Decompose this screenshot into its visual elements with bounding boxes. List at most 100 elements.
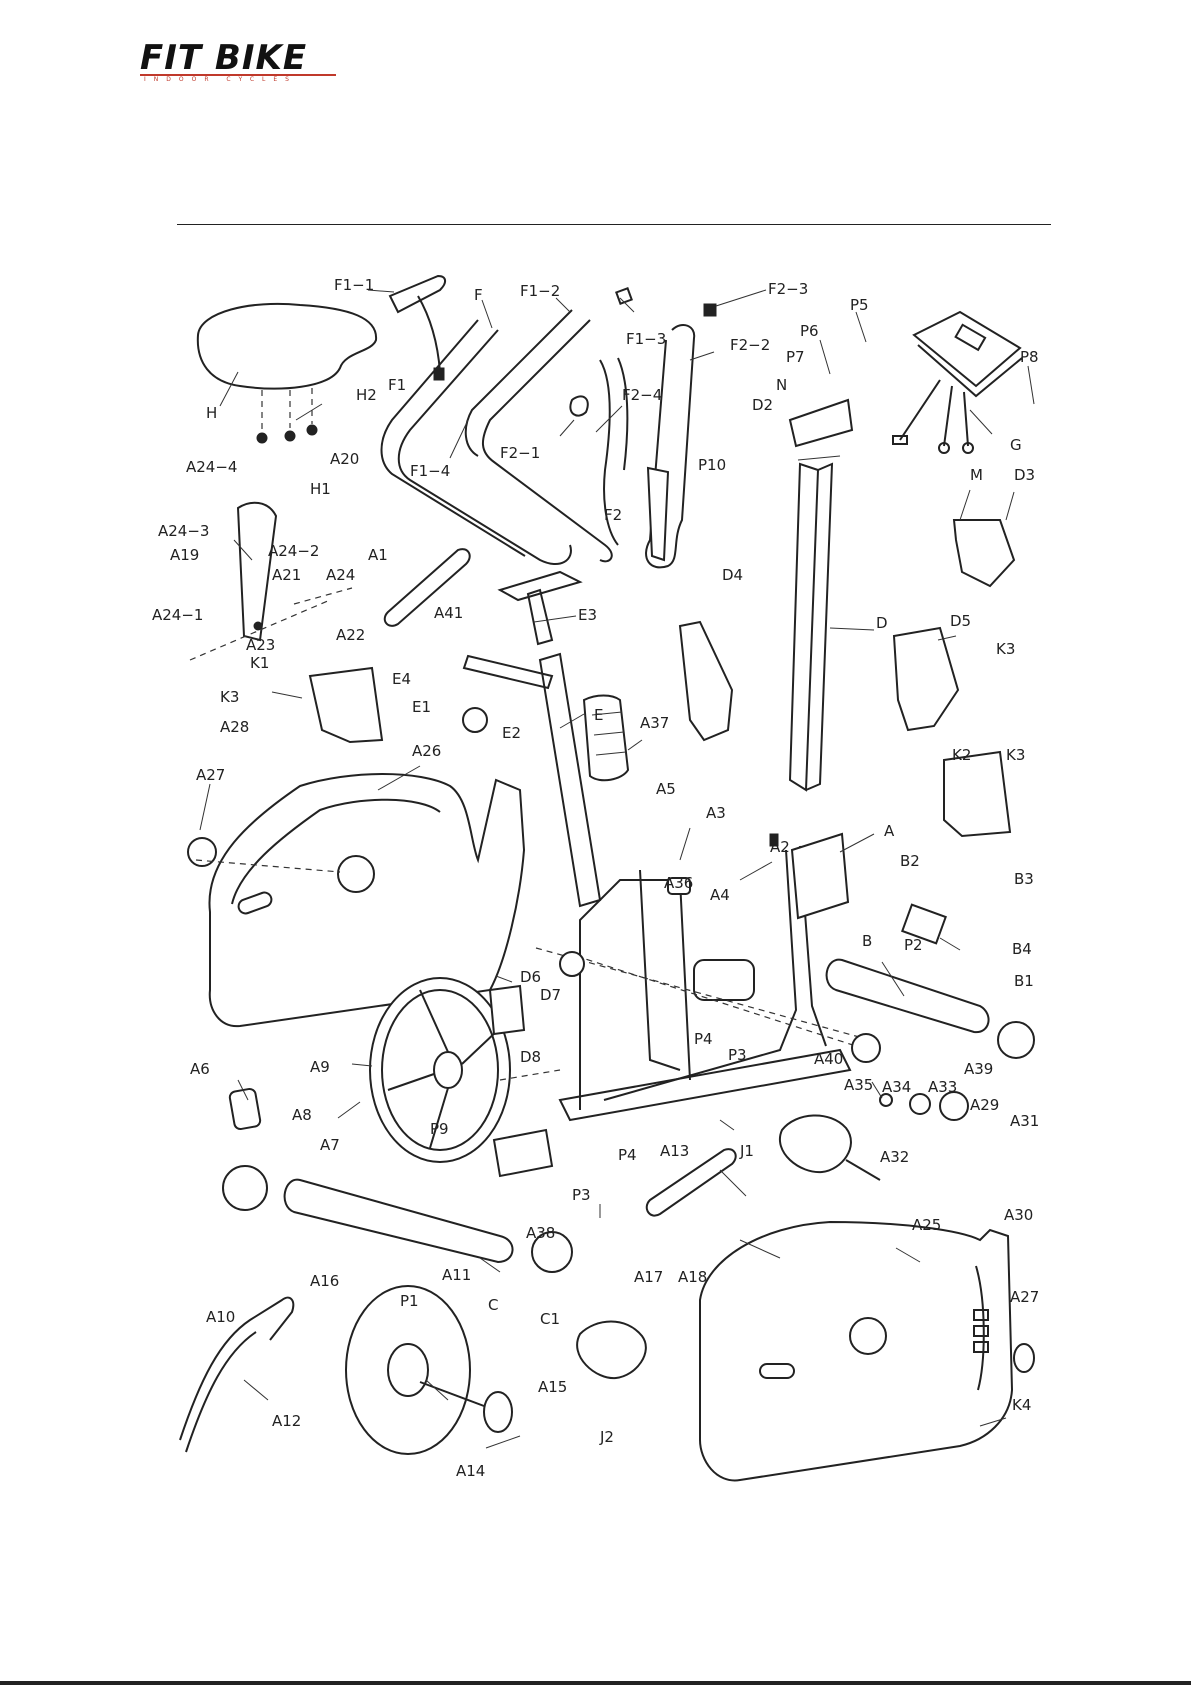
label-E2: E2 — [502, 724, 521, 742]
label-G: G — [1010, 436, 1022, 454]
label-A6: A6 — [190, 1060, 210, 1078]
label-F1-1: F1−1 — [334, 276, 374, 294]
label-A29: A29 — [970, 1096, 999, 1114]
resistance-knob-part — [582, 694, 630, 782]
label-A: A — [884, 822, 895, 840]
label-F2-3: F2−3 — [768, 280, 808, 298]
label-A31: A31 — [1010, 1112, 1039, 1130]
drive-belt-part — [179, 1296, 295, 1453]
saddle-part — [196, 302, 378, 444]
label-A1: A1 — [368, 546, 388, 564]
label-A3: A3 — [706, 804, 726, 822]
label-A38: A38 — [526, 1224, 555, 1242]
label-P10: P10 — [698, 456, 726, 474]
label-P7: P7 — [786, 348, 805, 366]
label-C1: C1 — [540, 1310, 560, 1328]
label-A24: A24 — [326, 566, 355, 584]
label-F: F — [474, 286, 483, 304]
label-A12: A12 — [272, 1412, 301, 1430]
label-A32: A32 — [880, 1148, 909, 1166]
label-P4-a: P4 — [694, 1030, 713, 1048]
label-A21: A21 — [272, 566, 301, 584]
label-K3-b: K3 — [220, 688, 239, 706]
label-P3-b: P3 — [572, 1186, 591, 1204]
label-A24-3: A24−3 — [158, 522, 209, 540]
fasteners-part — [189, 587, 969, 1178]
label-H: H — [206, 404, 217, 422]
console-mast-part — [788, 398, 854, 792]
pulley-part — [345, 1285, 513, 1455]
label-A37: A37 — [640, 714, 669, 732]
label-D5: D5 — [950, 612, 971, 630]
label-P9: P9 — [430, 1120, 449, 1138]
label-B2: B2 — [900, 852, 920, 870]
label-F2-1: F2−1 — [500, 444, 540, 462]
label-E3: E3 — [578, 606, 597, 624]
label-A10: A10 — [206, 1308, 235, 1326]
label-A24-2: A24−2 — [268, 542, 319, 560]
label-A18: A18 — [678, 1268, 707, 1286]
label-N: N — [776, 376, 787, 394]
hand-pulse-sensor-part — [388, 274, 446, 381]
label-A30: A30 — [1004, 1206, 1033, 1224]
header-divider — [177, 224, 1051, 225]
label-J1: J1 — [739, 1142, 754, 1160]
label-A27-a: A27 — [196, 766, 225, 784]
label-F2-4: F2−4 — [622, 386, 662, 404]
label-K3-c: K3 — [1006, 746, 1025, 764]
left-cover-part — [187, 773, 526, 1028]
label-A9: A9 — [310, 1058, 330, 1076]
label-P6: P6 — [800, 322, 819, 340]
label-E: E — [594, 706, 603, 724]
label-A20: A20 — [330, 450, 359, 468]
label-A22: A22 — [336, 626, 365, 644]
label-F1: F1 — [388, 376, 406, 394]
label-P1: P1 — [400, 1292, 419, 1310]
label-A34: A34 — [882, 1078, 911, 1096]
label-E1: E1 — [412, 698, 431, 716]
label-F1-4: F1−4 — [410, 462, 450, 480]
label-D8: D8 — [520, 1048, 541, 1066]
label-K1: K1 — [250, 654, 269, 672]
label-P3-a: P3 — [728, 1046, 747, 1064]
label-A19: A19 — [170, 546, 199, 564]
label-A16: A16 — [310, 1272, 339, 1290]
label-A24-1: A24−1 — [152, 606, 203, 624]
label-A11: A11 — [442, 1266, 471, 1284]
label-J2: J2 — [599, 1428, 614, 1446]
label-A28: A28 — [220, 718, 249, 736]
label-P5: P5 — [850, 296, 869, 314]
label-B: B — [862, 932, 872, 950]
label-K2: K2 — [952, 746, 971, 764]
label-H1: H1 — [310, 480, 331, 498]
label-E4: E4 — [392, 670, 411, 688]
label-B1: B1 — [1014, 972, 1034, 990]
page-bottom-border — [0, 1681, 1191, 1685]
pedal-left-part — [576, 1320, 647, 1380]
crank-arm-part — [383, 548, 737, 1217]
label-A36: A36 — [664, 874, 693, 892]
label-P8: P8 — [1020, 348, 1039, 366]
label-F1-2: F1−2 — [520, 282, 560, 300]
label-A27-b: A27 — [1010, 1288, 1039, 1306]
logo-rule — [140, 74, 336, 76]
fit-bike-logo: FIT BIKE INDOOR CYCLES — [140, 38, 340, 84]
label-A2: A2 — [770, 838, 790, 856]
label-C: C — [488, 1296, 498, 1314]
console-part — [892, 310, 1023, 454]
label-A25: A25 — [912, 1216, 941, 1234]
leader-lines — [199, 289, 1035, 1449]
part-labels: F1−1 F F1−2 F1−3 F2−3 F2−2 P5 P6 P7 N P8… — [152, 276, 1039, 1480]
label-A40: A40 — [814, 1050, 843, 1068]
logo-tagline: INDOOR CYCLES — [144, 76, 297, 83]
label-F2: F2 — [604, 506, 622, 524]
label-A4: A4 — [710, 886, 730, 904]
main-frame-part — [558, 832, 852, 1122]
label-F1-3: F1−3 — [626, 330, 666, 348]
label-A41: A41 — [434, 604, 463, 622]
label-A23: A23 — [246, 636, 275, 654]
label-A15: A15 — [538, 1378, 567, 1396]
label-A17: A17 — [634, 1268, 663, 1286]
label-A35: A35 — [844, 1076, 873, 1094]
